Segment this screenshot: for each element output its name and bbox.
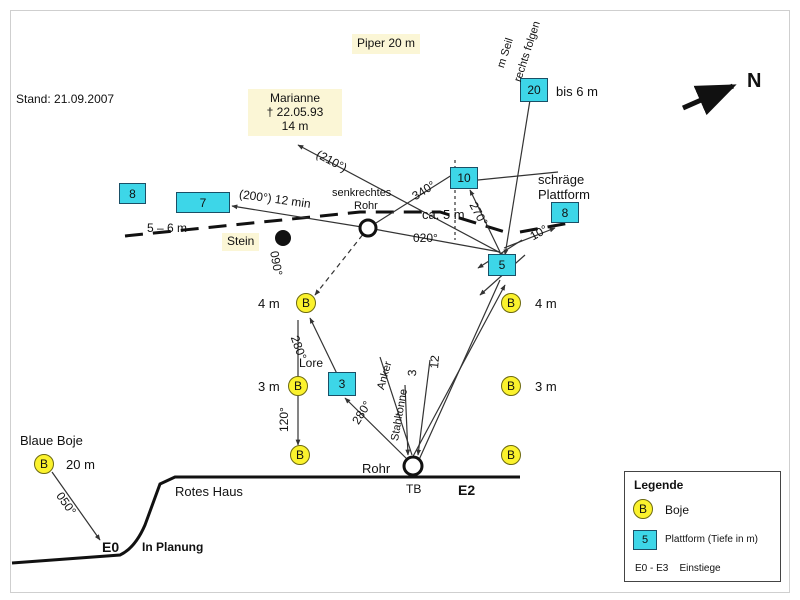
vertical-pipe-label-2: Rohr — [354, 200, 378, 212]
platform-3: 3 — [328, 372, 356, 396]
legend-platform-symbol: 5 — [633, 530, 657, 550]
tb-label: TB — [406, 482, 422, 496]
buoy-blue: B — [34, 454, 54, 474]
buoy-blue-depth: 20 m — [66, 457, 95, 472]
bearing-020: 020° — [413, 231, 438, 245]
buoy-3m-left-depth: 3 m — [258, 379, 280, 394]
marianne-date: † 22.05.93 — [266, 104, 324, 119]
pipe-tb-marker — [402, 455, 424, 477]
blue-buoy-label: Blaue Boje — [20, 433, 83, 448]
legend-platform-text: Plattform (Tiefe in m) — [665, 534, 758, 545]
note-piper: Piper 20 m — [352, 34, 421, 54]
marianne-depth: 14 m — [281, 118, 309, 133]
buoy-4m-right-depth: 4 m — [535, 296, 557, 311]
platform-8-left: 8 — [119, 183, 146, 204]
entry-e2: E2 — [458, 482, 476, 498]
buoy-shore-right: B — [501, 445, 521, 465]
buoy-3m-right: B — [501, 376, 521, 396]
platform-20: 20 — [520, 78, 548, 102]
lore-label: Lore — [299, 356, 324, 370]
platform-8-right: 8 — [551, 202, 579, 223]
marianne-name: Marianne — [269, 91, 321, 105]
buoy-3m-right-depth: 3 m — [535, 379, 557, 394]
buoy-shore-left: B — [290, 445, 310, 465]
map-frame — [10, 10, 790, 593]
vertical-pipe-label-1: senkrechtes — [332, 187, 392, 199]
depth-contour-line — [124, 210, 576, 238]
north-label: N — [747, 70, 762, 92]
buoy-4m-right: B — [501, 293, 521, 313]
legend-title: Legende — [634, 478, 684, 492]
distance-ca-5m: ca. 5 m — [422, 207, 465, 222]
stone-label: Stein — [222, 233, 260, 251]
buoy-4m-left-depth: 4 m — [258, 296, 280, 311]
north-arrow — [681, 83, 737, 116]
depth-5-6: 5 – 6 m — [147, 221, 188, 235]
stand-date: Stand: 21.09.2007 — [16, 92, 115, 106]
pipe-label: Rohr — [362, 461, 391, 476]
platform-10: 10 — [450, 167, 478, 189]
steel-barrel-number: 3 — [405, 369, 420, 377]
bearing-120: 120° — [277, 407, 291, 432]
sloped-platform-label-2: Plattform — [538, 187, 591, 202]
platform-5: 5 — [488, 254, 516, 276]
entry-e0: E0 — [102, 539, 120, 555]
stone-marker — [275, 230, 291, 246]
buoy-4m-left: B — [296, 293, 316, 313]
legend-entries-text: E0 - E3 Einstiege — [635, 563, 721, 574]
platform-20-depth: bis 6 m — [556, 84, 598, 99]
buoy-3m-left: B — [288, 376, 308, 396]
red-house-label: Rotes Haus — [175, 484, 243, 499]
route-lines — [51, 99, 559, 541]
legend-buoy-text: Boje — [665, 503, 690, 517]
shoreline — [11, 475, 520, 565]
bearing-090: 090° — [267, 249, 286, 277]
vertical-pipe-marker — [358, 218, 378, 238]
sloped-platform-label-1: schräge — [538, 172, 585, 187]
in-planning-label: In Planung — [142, 540, 204, 554]
platform-7: 7 — [176, 192, 230, 213]
legend-box: Legende B Boje 5 Plattform (Tiefe in m) … — [624, 471, 781, 582]
bearing-12: 12 — [427, 354, 443, 370]
legend-buoy-symbol: B — [633, 499, 653, 519]
note-marianne: Marianne † 22.05.93 14 m — [248, 89, 342, 137]
